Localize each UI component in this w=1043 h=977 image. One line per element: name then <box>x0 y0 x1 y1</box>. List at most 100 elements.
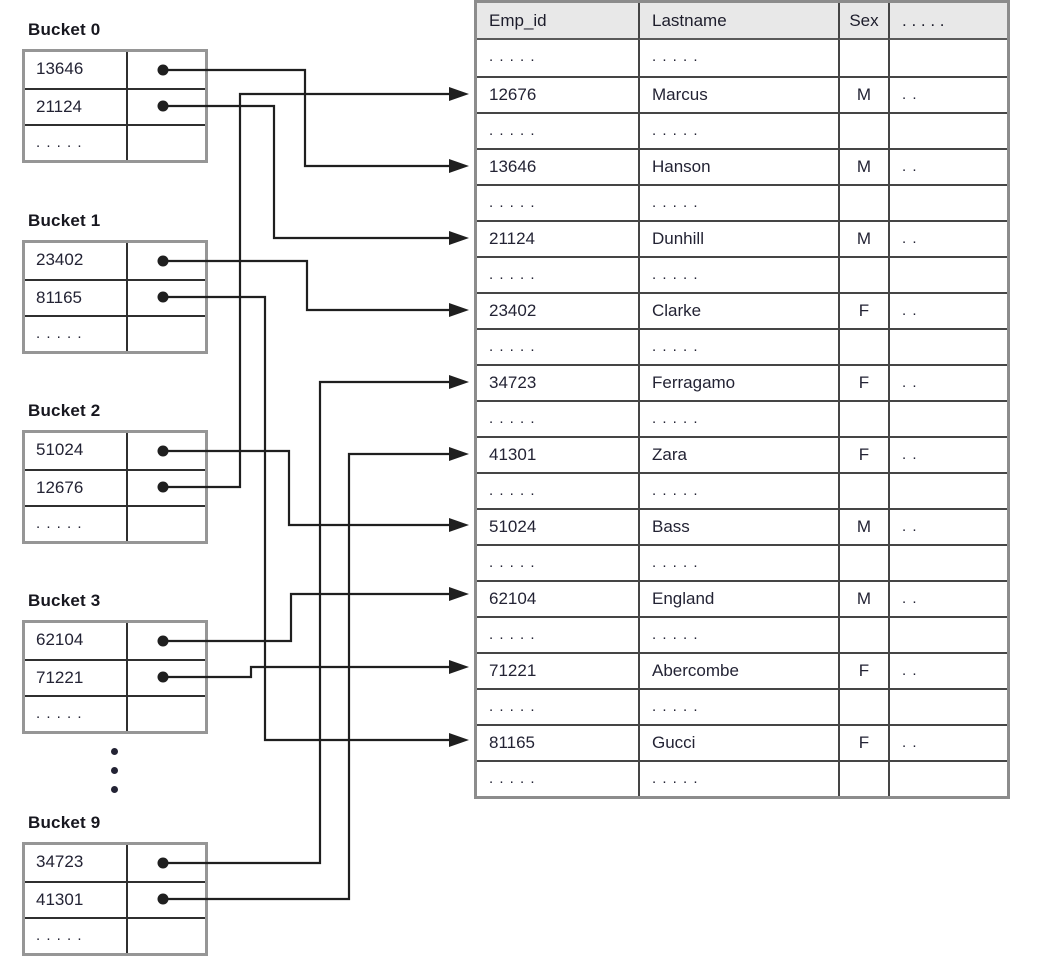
cell-lastname: . . . . . <box>638 256 838 292</box>
cell-emp-id: . . . . . <box>477 184 638 220</box>
cell-more <box>888 472 1007 508</box>
cell-sex <box>838 616 888 652</box>
cell-sex <box>838 112 888 148</box>
cell-sex: M <box>838 580 888 616</box>
cell-emp-id: 12676 <box>477 76 638 112</box>
cell-sex <box>838 40 888 76</box>
bucket-entry-value: . . . . . <box>25 124 126 160</box>
cell-emp-id: 51024 <box>477 508 638 544</box>
bucket-pointer-cell <box>126 88 205 124</box>
bucket-entry-value: . . . . . <box>25 505 126 541</box>
cell-emp-id: . . . . . <box>477 688 638 724</box>
bucket-ellipsis <box>108 748 120 805</box>
bucket-entry-value: 34723 <box>36 852 84 871</box>
bucket-pointer-cell <box>126 505 205 541</box>
cell-lastname: Marcus <box>638 76 838 112</box>
cell-lastname: . . . . . <box>638 616 838 652</box>
cell-sex <box>838 688 888 724</box>
cell-more: . . <box>888 580 1007 616</box>
cell-lastname: . . . . . <box>638 400 838 436</box>
cell-emp-id: 41301 <box>477 436 638 472</box>
bucket-entry-value: 12676 <box>25 469 126 505</box>
bucket-label: Bucket 3 <box>28 591 101 610</box>
bucket-pointer-cell <box>126 243 205 279</box>
cell-more: . . <box>888 148 1007 184</box>
cell-sex <box>838 256 888 292</box>
cell-emp-id: 81165 <box>477 724 638 760</box>
bucket-pointer-cell <box>126 659 205 695</box>
cell-more: . . <box>888 292 1007 328</box>
cell-lastname: . . . . . <box>638 40 838 76</box>
cell-lastname: Hanson <box>638 148 838 184</box>
bucket-label: Bucket 0 <box>28 20 101 39</box>
cell-sex: M <box>838 148 888 184</box>
cell-emp-id: 21124 <box>477 220 638 256</box>
cell-lastname: . . . . . <box>638 112 838 148</box>
cell-emp-id: 62104 <box>477 580 638 616</box>
bucket-table: 51024 12676. . . . . <box>22 430 208 544</box>
cell-sex: M <box>838 76 888 112</box>
ellipsis-dot <box>110 767 118 774</box>
column-header-more: . . . . . <box>888 3 1007 40</box>
cell-more <box>888 184 1007 220</box>
cell-sex: F <box>838 652 888 688</box>
cell-more <box>888 256 1007 292</box>
cell-more <box>888 544 1007 580</box>
cell-emp-id: . . . . . <box>477 256 638 292</box>
cell-emp-id: 71221 <box>477 652 638 688</box>
cell-lastname: . . . . . <box>638 688 838 724</box>
bucket-bucket-2: Bucket 2 51024 12676. . . . . <box>22 401 212 544</box>
cell-lastname: Ferragamo <box>638 364 838 400</box>
bucket-pointer-cell <box>126 881 205 917</box>
cell-sex: F <box>838 436 888 472</box>
bucket-pointer-cell <box>126 845 205 881</box>
bucket-entry-value: 21124 <box>25 88 126 124</box>
cell-sex <box>838 544 888 580</box>
cell-more: . . <box>888 652 1007 688</box>
cell-sex: F <box>838 292 888 328</box>
cell-emp-id: . . . . . <box>477 616 638 652</box>
column-header-emp-id: Emp_id <box>477 3 638 40</box>
bucket-pointer-cell <box>126 52 205 88</box>
cell-sex <box>838 184 888 220</box>
bucket-entry-value: . . . . . <box>25 695 126 731</box>
cell-lastname: Bass <box>638 508 838 544</box>
cell-more: . . <box>888 364 1007 400</box>
bucket-pointer-cell <box>126 124 205 160</box>
cell-sex <box>838 760 888 796</box>
cell-more <box>888 40 1007 76</box>
cell-emp-id: . . . . . <box>477 544 638 580</box>
ellipsis-dot <box>110 786 118 793</box>
bucket-pointer-cell <box>126 433 205 469</box>
cell-more: . . <box>888 220 1007 256</box>
cell-emp-id: 23402 <box>477 292 638 328</box>
cell-more: . . <box>888 436 1007 472</box>
cell-lastname: Clarke <box>638 292 838 328</box>
bucket-entry-value: 41301 <box>25 881 126 917</box>
cell-emp-id: 13646 <box>477 148 638 184</box>
cell-emp-id: . . . . . <box>477 472 638 508</box>
bucket-pointer-cell <box>126 315 205 351</box>
cell-lastname: Zara <box>638 436 838 472</box>
cell-more: . . <box>888 508 1007 544</box>
bucket-pointer-cell <box>126 917 205 953</box>
cell-sex <box>838 472 888 508</box>
bucket-entry-value: 71221 <box>25 659 126 695</box>
cell-more: . . <box>888 76 1007 112</box>
bucket-entry-value: 51024 <box>36 440 84 459</box>
cell-more <box>888 400 1007 436</box>
bucket-entry-value: 23402 <box>36 250 84 269</box>
cell-lastname: . . . . . <box>638 544 838 580</box>
bucket-label: Bucket 2 <box>28 401 101 420</box>
bucket-entry-value: 81165 <box>25 279 126 315</box>
cell-emp-id: . . . . . <box>477 400 638 436</box>
bucket-label: Bucket 9 <box>28 813 101 832</box>
ellipsis-dot <box>110 748 118 755</box>
cell-emp-id: . . . . . <box>477 112 638 148</box>
